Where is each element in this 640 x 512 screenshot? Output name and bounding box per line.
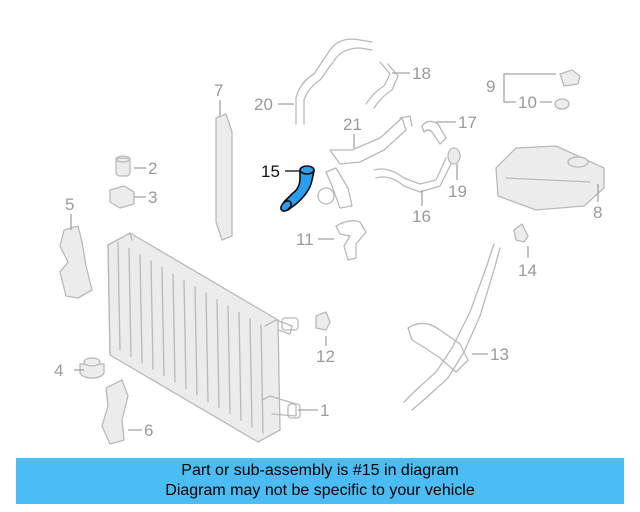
- seal-part-10: [554, 98, 570, 110]
- callout-7[interactable]: 7: [214, 81, 223, 100]
- callout-9[interactable]: 9: [486, 77, 495, 96]
- bracket-part-6: [101, 379, 129, 445]
- callout-8[interactable]: 8: [593, 203, 602, 222]
- hose-part-13: [403, 243, 501, 411]
- hose-part-17: [421, 120, 447, 145]
- callout-15-highlighted[interactable]: 15: [261, 162, 280, 181]
- callout-2[interactable]: 2: [148, 159, 157, 178]
- cap-part-9: [559, 69, 581, 87]
- callout-21[interactable]: 21: [343, 115, 362, 134]
- callout-17[interactable]: 17: [458, 113, 477, 132]
- callout-16[interactable]: 16: [412, 207, 431, 226]
- callout-4[interactable]: 4: [54, 361, 63, 380]
- bracket-part-5: [59, 225, 93, 299]
- callout-labels: 1 2 3 4 5 6 7 8 9 10 11 12 13 14 15 16 1…: [54, 64, 602, 440]
- radiator-part-1: [107, 232, 301, 443]
- hose-part-13-branch: [407, 322, 469, 373]
- grommet-part-2: [115, 155, 131, 177]
- banner-line-part-number: Part or sub-assembly is #15 in diagram: [181, 462, 459, 479]
- hose-part-18: [365, 61, 399, 109]
- callout-11[interactable]: 11: [296, 230, 314, 249]
- clamp-part-12: [315, 311, 331, 331]
- reservoir-part-8: [495, 145, 605, 211]
- callout-10[interactable]: 10: [518, 93, 537, 112]
- callout-14[interactable]: 14: [518, 261, 537, 280]
- callout-20[interactable]: 20: [254, 95, 273, 114]
- hose-part-16: [373, 157, 453, 193]
- hose-part-15-highlighted[interactable]: [279, 165, 315, 213]
- isolator-part-3: [109, 185, 135, 209]
- hose-part-11: [335, 220, 367, 261]
- callout-3[interactable]: 3: [148, 188, 157, 207]
- callout-1[interactable]: 1: [320, 401, 329, 420]
- pipe-part-20: [295, 38, 373, 125]
- callout-12[interactable]: 12: [316, 347, 335, 366]
- leader-lines: [70, 72, 599, 431]
- callout-6[interactable]: 6: [144, 421, 153, 440]
- callout-19[interactable]: 19: [448, 182, 467, 201]
- clamp-part-14: [513, 223, 529, 243]
- banner-line-disclaimer: Diagram may not be specific to your vehi…: [165, 482, 475, 499]
- callout-13[interactable]: 13: [490, 345, 509, 364]
- mount-part-4: [79, 357, 105, 379]
- callout-18[interactable]: 18: [412, 64, 431, 83]
- bracket-part-7: [215, 113, 233, 241]
- callout-5[interactable]: 5: [65, 195, 74, 214]
- info-banner: Part or sub-assembly is #15 in diagram D…: [16, 458, 624, 504]
- pipe-assembly-part-21: [317, 115, 413, 209]
- clamp-part-19: [447, 147, 461, 165]
